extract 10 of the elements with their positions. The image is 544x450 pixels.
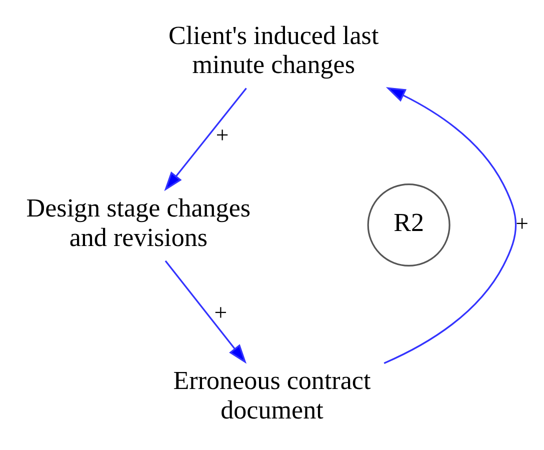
node-circle: R2 [367, 183, 450, 267]
arrow [384, 87, 517, 364]
edge-label: + [216, 122, 229, 148]
arrow [164, 260, 247, 364]
node-text: Erroneous contract document [173, 366, 371, 424]
node-text: Client's induced last minute changes [168, 20, 379, 80]
node-text: Design stage changes and revisions [26, 194, 251, 252]
edge-label: + [516, 211, 528, 236]
arrow [164, 88, 247, 192]
edge-label: + [214, 300, 228, 325]
